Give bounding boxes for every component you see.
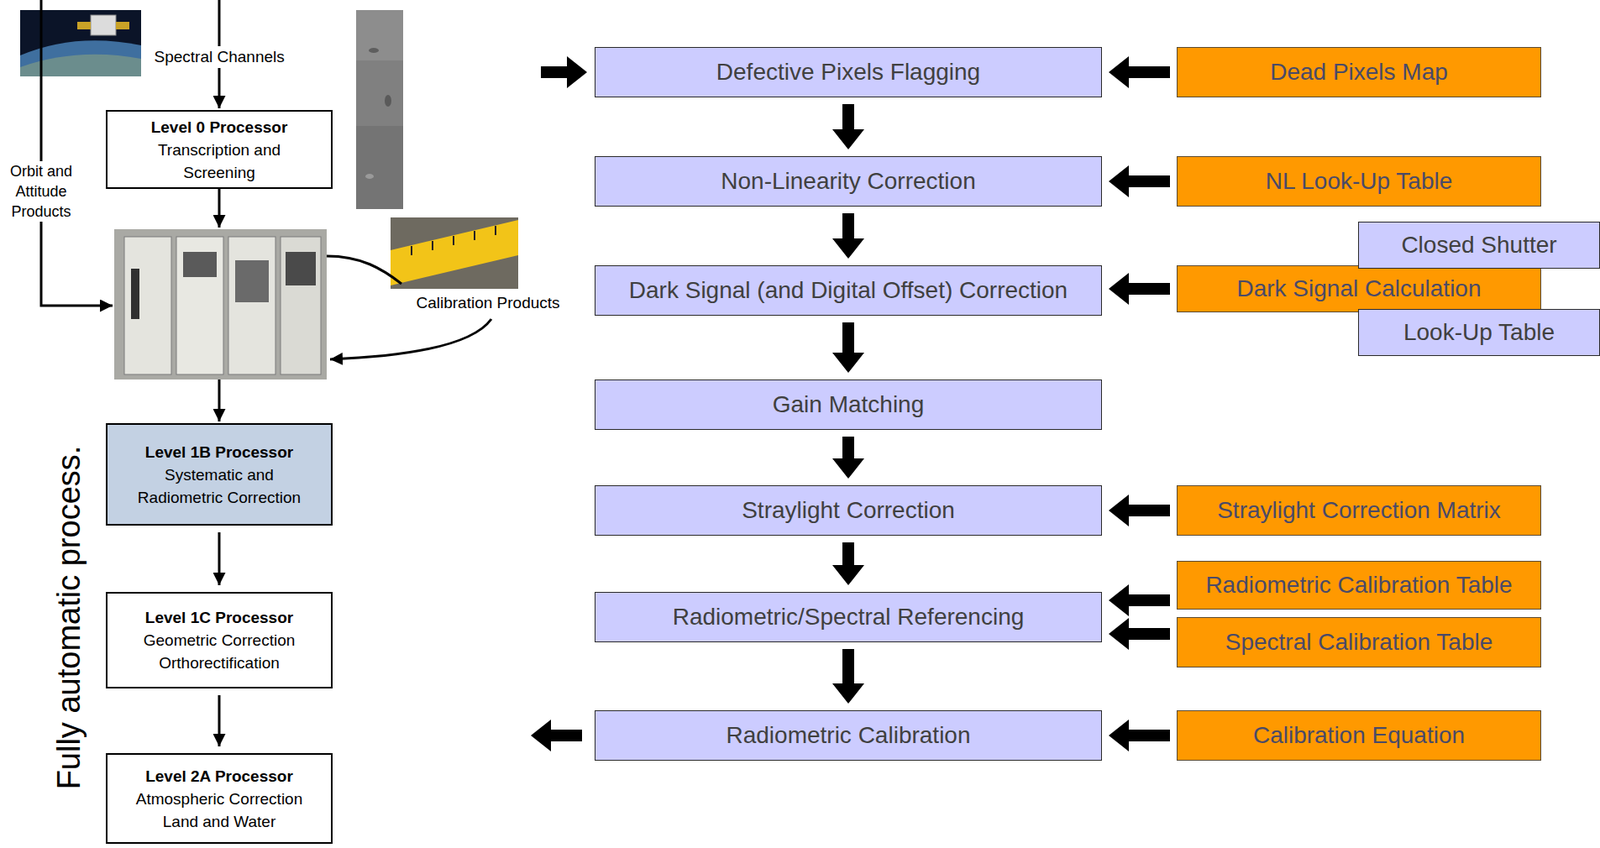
box-text: Atmospheric Correction Land and Water xyxy=(126,787,312,834)
box-text: Geometric Correction Orthorectification xyxy=(126,629,312,675)
satellite-picture xyxy=(20,10,142,77)
box-heading: Level 1B Processor xyxy=(145,440,294,464)
image-strip xyxy=(356,10,404,210)
side-note: Fully automatic process. xyxy=(47,445,91,790)
rack-cabinet xyxy=(176,236,224,375)
satellite-panel xyxy=(77,21,91,30)
input-label: Calibration Products xyxy=(416,292,561,315)
process-step: Non-Linearity Correction xyxy=(594,156,1102,207)
flow-arrow xyxy=(218,695,221,747)
earth-land xyxy=(20,54,142,77)
tape-band xyxy=(390,220,519,286)
room-ground xyxy=(114,229,327,380)
strip-spot xyxy=(365,173,374,179)
box-text: Calibration Equation xyxy=(1253,721,1465,751)
box-text: Radiometric/Spectral Referencing xyxy=(672,603,1025,632)
box-text: Straylight Correction Matrix xyxy=(1217,496,1501,525)
box-heading: Level 2A Processor xyxy=(145,765,294,788)
box-text: Dead Pixels Map xyxy=(1269,57,1448,87)
box-text: Dark Signal (and Digital Offset) Correct… xyxy=(629,276,1068,305)
tape-ticks xyxy=(411,225,496,256)
flow-line xyxy=(218,379,221,422)
input-box: NL Look-Up Table xyxy=(1176,156,1542,207)
input-label: Orbit and Attitude Products xyxy=(1,161,81,222)
flow-line xyxy=(218,188,221,228)
block-arrow xyxy=(530,719,583,752)
input-box: Straylight Correction Matrix xyxy=(1176,485,1542,536)
box-text: Look-Up Table xyxy=(1403,318,1555,347)
processor-box: Level 2A ProcessorAtmospheric Correction… xyxy=(105,753,333,845)
flow-arrow xyxy=(218,532,221,586)
block-arrow xyxy=(832,322,865,373)
process-step: Dark Signal (and Digital Offset) Correct… xyxy=(594,265,1102,316)
block-arrow xyxy=(832,649,865,704)
strip-tone xyxy=(356,10,404,61)
input-box: Spectral Calibration Table xyxy=(1176,617,1542,668)
rack-cabinet xyxy=(228,236,276,375)
box-text: NL Look-Up Table xyxy=(1265,167,1454,196)
box-text: Defective Pixels Flagging xyxy=(716,57,981,87)
processor-box: Level 1C ProcessorGeometric Correction O… xyxy=(105,592,333,689)
block-arrow xyxy=(1108,494,1170,527)
process-step: Radiometric/Spectral Referencing xyxy=(594,592,1102,643)
block-arrow xyxy=(832,542,865,586)
strip-ground xyxy=(356,10,404,210)
process-step: Defective Pixels Flagging xyxy=(594,47,1102,98)
block-arrow xyxy=(832,104,865,150)
block-arrow xyxy=(832,213,865,259)
rack-panel xyxy=(285,251,316,286)
processor-box: Level 1B ProcessorSystematic and Radiome… xyxy=(105,423,333,526)
process-step: Radiometric Calibration xyxy=(594,710,1102,761)
block-arrow xyxy=(1108,56,1170,89)
box-heading: Level 0 Processor xyxy=(151,115,289,139)
input-label: Spectral Channels xyxy=(152,46,287,69)
operator-figure xyxy=(131,268,140,320)
box-text: Spectral Calibration Table xyxy=(1225,628,1494,657)
block-arrow xyxy=(1108,584,1170,617)
block-arrow xyxy=(832,436,865,479)
box-text: Closed Shutter xyxy=(1400,230,1557,260)
process-step: Straylight Correction xyxy=(594,485,1102,536)
input-box: Dead Pixels Map xyxy=(1176,47,1542,98)
box-text: Straylight Correction xyxy=(741,496,955,525)
tape-picture xyxy=(390,217,519,289)
computer-picture xyxy=(114,229,327,380)
box-text: Radiometric Calibration Table xyxy=(1205,571,1512,600)
source-box: Look-Up Table xyxy=(1358,309,1600,357)
input-box: Calibration Equation xyxy=(1176,710,1542,761)
strip-tone xyxy=(356,125,404,210)
process-step: Gain Matching xyxy=(594,379,1102,431)
box-text: Radiometric Calibration xyxy=(725,721,971,751)
box-text: Dark Signal Calculation xyxy=(1236,274,1481,304)
space-ground xyxy=(20,10,142,77)
strip-spot xyxy=(368,47,379,53)
input-box: Dark Signal Calculation xyxy=(1176,265,1542,313)
rack-panel xyxy=(183,251,217,278)
tape-ground xyxy=(390,217,519,289)
rack-cabinet xyxy=(124,236,172,375)
box-heading: Level 1C Processor xyxy=(145,606,294,630)
block-arrow xyxy=(1108,719,1170,752)
block-arrow xyxy=(540,56,588,89)
orbit-line xyxy=(41,0,113,306)
box-text: Transcription and Screening xyxy=(126,138,312,184)
box-text: Non-Linearity Correction xyxy=(720,167,976,196)
source-box: Closed Shutter xyxy=(1358,221,1600,269)
calibration-line xyxy=(326,256,402,284)
satellite-panel xyxy=(115,21,130,30)
box-text: Systematic and Radiometric Correction xyxy=(126,463,312,509)
rack-cabinet xyxy=(280,236,321,375)
earth-limb xyxy=(20,40,142,77)
rack-panel xyxy=(235,260,269,303)
block-arrow xyxy=(1108,272,1170,305)
strip-spot xyxy=(384,94,392,107)
block-arrow xyxy=(1108,165,1170,198)
input-box: Radiometric Calibration Table xyxy=(1176,561,1542,610)
processor-box: Level 0 ProcessorTranscription and Scree… xyxy=(105,110,333,189)
calibration-line xyxy=(330,319,492,360)
block-arrow xyxy=(1108,618,1170,651)
satellite-body xyxy=(90,15,116,36)
box-text: Gain Matching xyxy=(772,390,925,420)
